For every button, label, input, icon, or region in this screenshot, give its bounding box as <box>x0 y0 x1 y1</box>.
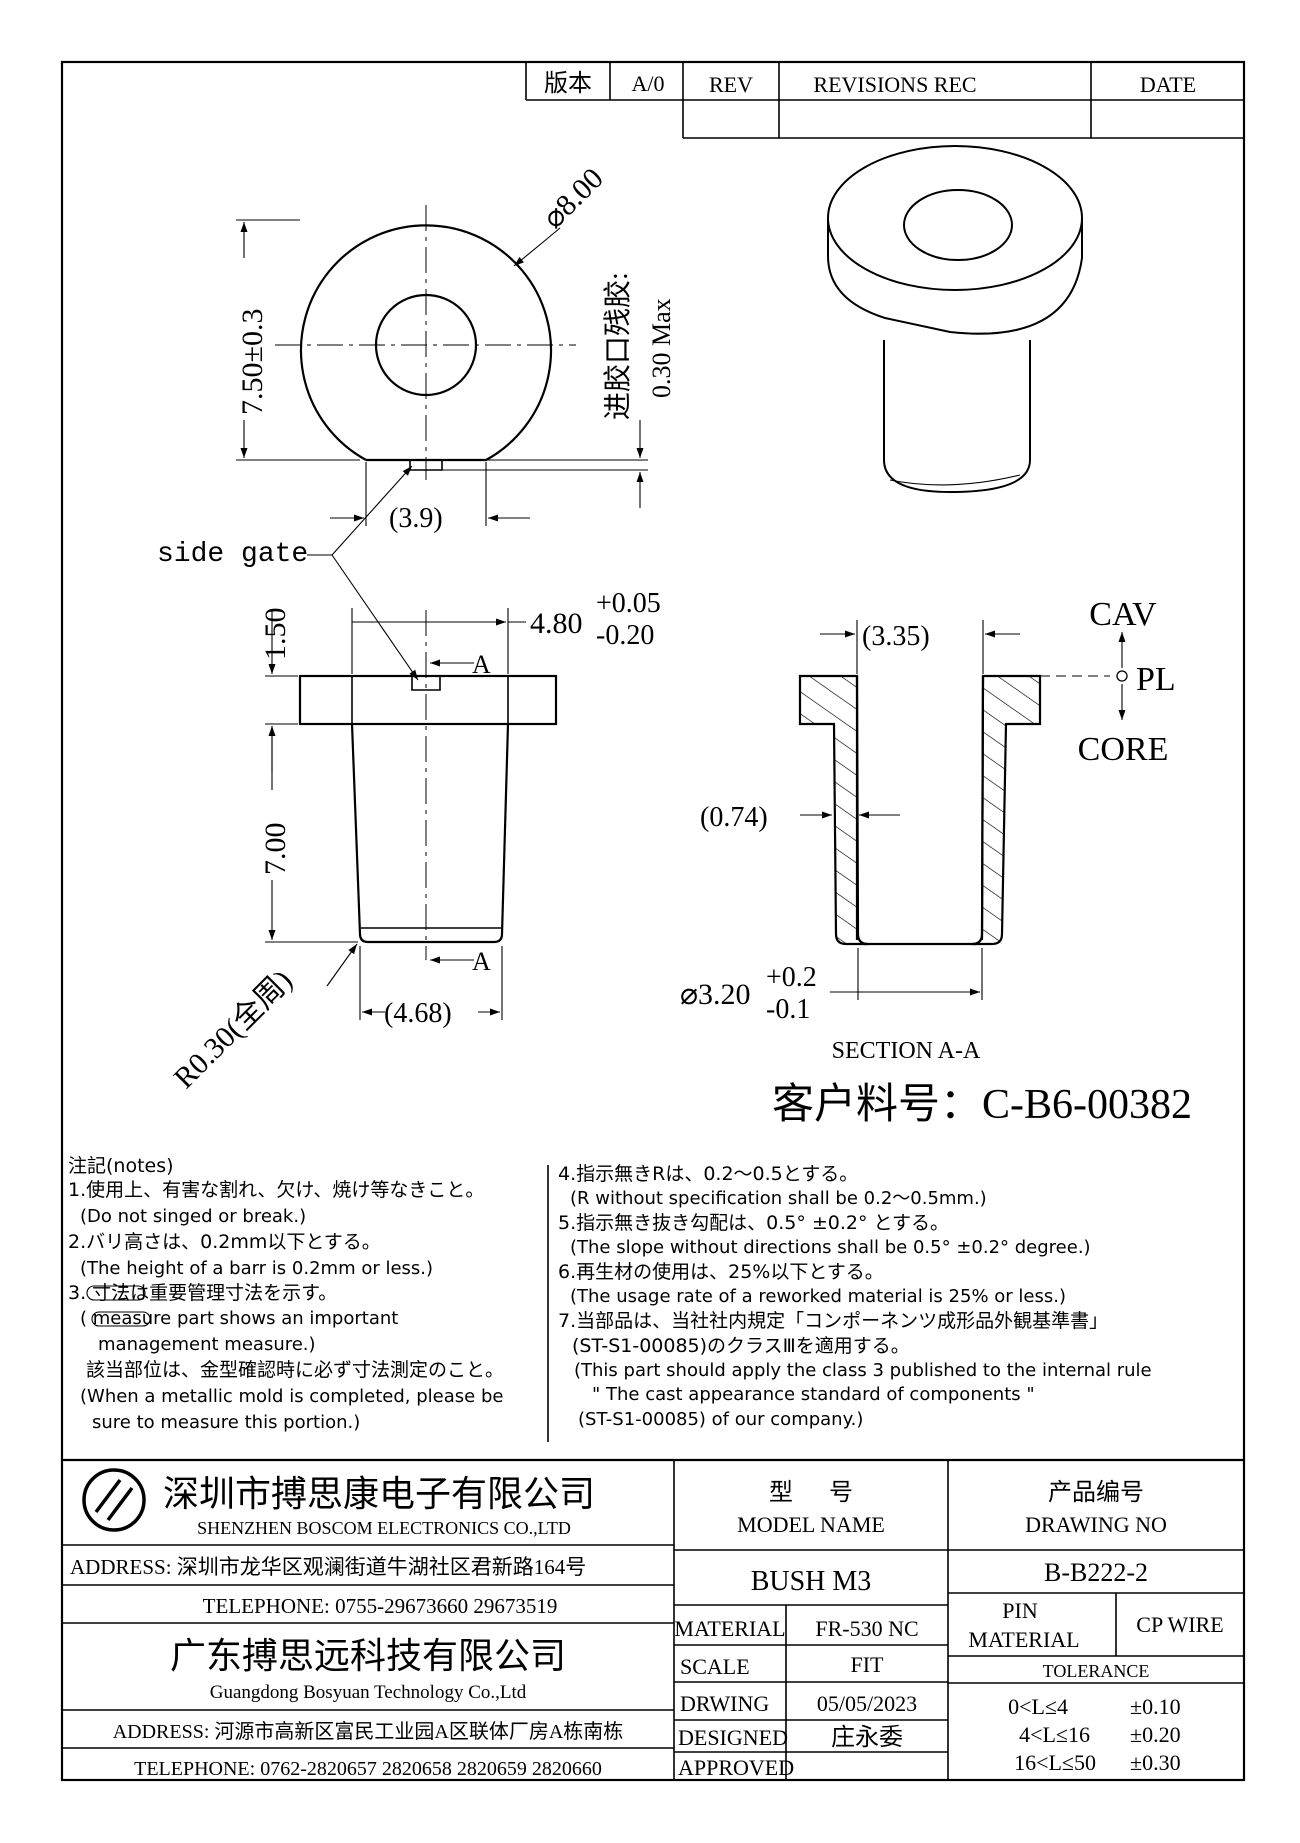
material-value: FR-530 NC <box>815 1616 918 1641</box>
body-height: 7.00 <box>259 823 292 876</box>
flange-tol-plus: +0.05 <box>596 588 661 619</box>
title-block: 深圳市搏思康电子有限公司 SHENZHEN BOSCOM ELECTRONICS… <box>62 1458 1244 1780</box>
date-label: DATE <box>1140 72 1196 97</box>
model-label-cn: 型 号 <box>769 1479 853 1506</box>
bore-tol-minus: -0.1 <box>766 994 810 1025</box>
pin-material-label-1: PIN <box>1002 1598 1038 1623</box>
note-left-9: sure to measure this portion.) <box>92 1412 360 1433</box>
gate-width: (3.9) <box>389 503 443 534</box>
tolerance-value-2: ±0.30 <box>1130 1750 1181 1775</box>
flange-tol-minus: -0.20 <box>596 620 654 651</box>
drawing-no-label-en: DRAWING NO <box>1025 1512 1167 1537</box>
radius-note: R0.30(全周) <box>168 964 299 1095</box>
tolerance-range-2: 16<L≤50 <box>1014 1750 1096 1775</box>
notes: 注記(notes) 1.使用上、有害な割れ、欠け、焼け等なきこと。 (Do no… <box>68 1155 1152 1433</box>
core-label: CORE <box>1078 731 1169 768</box>
note-left-4: 3. 寸法は重要管理寸法を示す。 <box>68 1282 337 1304</box>
drawing-no-value: B-B222-2 <box>1044 1558 1148 1587</box>
isometric-view <box>827 145 1083 494</box>
note-right-1: (R without specification shall be 0.2～0.… <box>570 1188 987 1209</box>
section-view: (3.35) (0.74) ⌀3.20 +0.2 -0.1 SECTION A-… <box>680 596 1176 1064</box>
revision-block: 版本 A/0 REV REVISIONS REC DATE <box>525 62 1244 139</box>
approved-label: APPROVED <box>678 1755 794 1780</box>
sheet-border <box>60 60 1246 1782</box>
tolerance-label: TOLERANCE <box>1043 1661 1150 1681</box>
side-gate-label: side gate <box>157 539 308 570</box>
section-top-width: (3.35) <box>862 621 930 652</box>
note-right-0: 4.指示無きRは、0.2～0.5とする。 <box>558 1163 858 1185</box>
tolerance-value-1: ±0.20 <box>1130 1722 1181 1747</box>
company1-address: ADDRESS: 深圳市龙华区观澜街道牛湖社区君新路164号 <box>70 1555 586 1579</box>
designed-value: 庄永委 <box>831 1724 903 1751</box>
note-right-2: 5.指示無き抜き勾配は、0.5° ±0.2° とする。 <box>558 1212 949 1234</box>
customer-part-number: 客户料号：C-B6-00382 <box>772 1081 1192 1128</box>
note-right-4: 6.再生材の使用は、25%以下とする。 <box>558 1261 884 1283</box>
pin-material-value: CP WIRE <box>1136 1612 1223 1637</box>
note-left-7: 該当部位は、金型確認時に必ず寸法測定のこと。 <box>86 1359 504 1381</box>
notes-heading: 注記(notes) <box>68 1155 174 1177</box>
flange-dia: 4.80 <box>530 607 583 640</box>
section-title: SECTION A-A <box>832 1038 981 1064</box>
body-dia: (4.68) <box>384 998 452 1029</box>
company2-name-en: Guangdong Bosyuan Technology Co.,Ltd <box>210 1682 527 1703</box>
pl-label: PL <box>1136 661 1176 698</box>
scale-label: SCALE <box>680 1654 750 1679</box>
note-left-3: (The height of a barr is 0.2mm or less.) <box>80 1258 433 1279</box>
model-label-en: MODEL NAME <box>737 1512 885 1537</box>
note-left-1: (Do not singed or break.) <box>80 1206 306 1227</box>
company2-address: ADDRESS: 河源市高新区富民工业园A区联体厂房A栋南栋 <box>113 1720 624 1743</box>
drawing-date-label: DRWING <box>680 1691 769 1716</box>
top-diameter: ⌀8.00 <box>537 162 610 235</box>
company2-telephone: TELEPHONE: 0762-2820657 2820658 2820659 … <box>134 1758 602 1780</box>
rev-label: REV <box>709 72 753 97</box>
top-height: 7.50±0.3 <box>236 309 269 415</box>
designed-label: DESIGNED <box>678 1725 788 1750</box>
company2-name-cn: 广东搏思远科技有限公司 <box>170 1636 566 1676</box>
note-right-5: (The usage rate of a reworked material i… <box>570 1286 1066 1307</box>
key-dim-symbol-1 <box>86 1285 146 1301</box>
company1-telephone: TELEPHONE: 0755-29673660 29673519 <box>203 1594 558 1618</box>
section-mark-bottom: A <box>472 947 491 976</box>
tolerance-value-0: ±0.10 <box>1130 1694 1181 1719</box>
note-right-7: (ST-S1-00085)のクラスⅢを適用する。 <box>572 1335 910 1357</box>
cav-label: CAV <box>1089 596 1157 633</box>
key-dim-symbol-2 <box>91 1311 151 1327</box>
material-label: MATERIAL <box>674 1616 785 1641</box>
bore-dia: ⌀3.20 <box>680 978 751 1011</box>
version-label: 版本 <box>544 70 592 97</box>
note-right-10: (ST-S1-00085) of our company.) <box>578 1409 863 1430</box>
revisions-label: REVISIONS REC <box>813 72 976 97</box>
note-right-9: " The cast appearance standard of compon… <box>592 1384 1035 1405</box>
gate-residue-label: 进胶口残胶: <box>602 272 634 420</box>
version-value: A/0 <box>632 71 665 96</box>
company1-name-en: SHENZHEN BOSCOM ELECTRONICS CO.,LTD <box>197 1518 571 1538</box>
note-left-5: ( measure part shows an important <box>80 1308 398 1329</box>
tolerance-range-1: 4<L≤16 <box>1019 1722 1090 1747</box>
note-right-6: 7.当部品は、当社社内規定「コンポーネンツ成形品外観基準書」 <box>558 1310 1108 1332</box>
gate-residue-value: 0.30 Max <box>647 298 676 398</box>
section-mark-top: A <box>472 650 491 679</box>
company-logo <box>82 1468 146 1532</box>
model-value: BUSH M3 <box>751 1566 872 1597</box>
drawing-date-value: 05/05/2023 <box>817 1691 917 1716</box>
side-view: A A 1.50 7.00 4.80 +0.05 -0.20 (4.68) R0… <box>168 588 661 1095</box>
drawing-no-label-cn: 产品编号 <box>1048 1479 1144 1506</box>
note-left-8: (When a metallic mold is completed, plea… <box>80 1386 503 1407</box>
company1-name-cn: 深圳市搏思康电子有限公司 <box>163 1474 595 1514</box>
bore-tol-plus: +0.2 <box>766 962 817 993</box>
note-left-0: 1.使用上、有害な割れ、欠け、焼け等なきこと。 <box>68 1179 484 1201</box>
note-right-3: (The slope without directions shall be 0… <box>570 1237 1091 1258</box>
flange-height: 1.50 <box>259 608 292 661</box>
scale-value: FIT <box>851 1652 885 1677</box>
top-view: ⌀8.00 7.50±0.3 进胶口残胶: 0.30 Max (3.9) sid… <box>157 162 676 681</box>
note-left-6: management measure.) <box>98 1334 316 1355</box>
tolerance-range-0: 0<L≤4 <box>1008 1694 1068 1719</box>
note-left-2: 2.バリ高さは、0.2mm以下とする。 <box>68 1231 381 1253</box>
note-right-8: (This part should apply the class 3 publ… <box>574 1360 1152 1381</box>
section-wall: (0.74) <box>700 802 768 833</box>
pin-material-label-2: MATERIAL <box>968 1627 1079 1652</box>
